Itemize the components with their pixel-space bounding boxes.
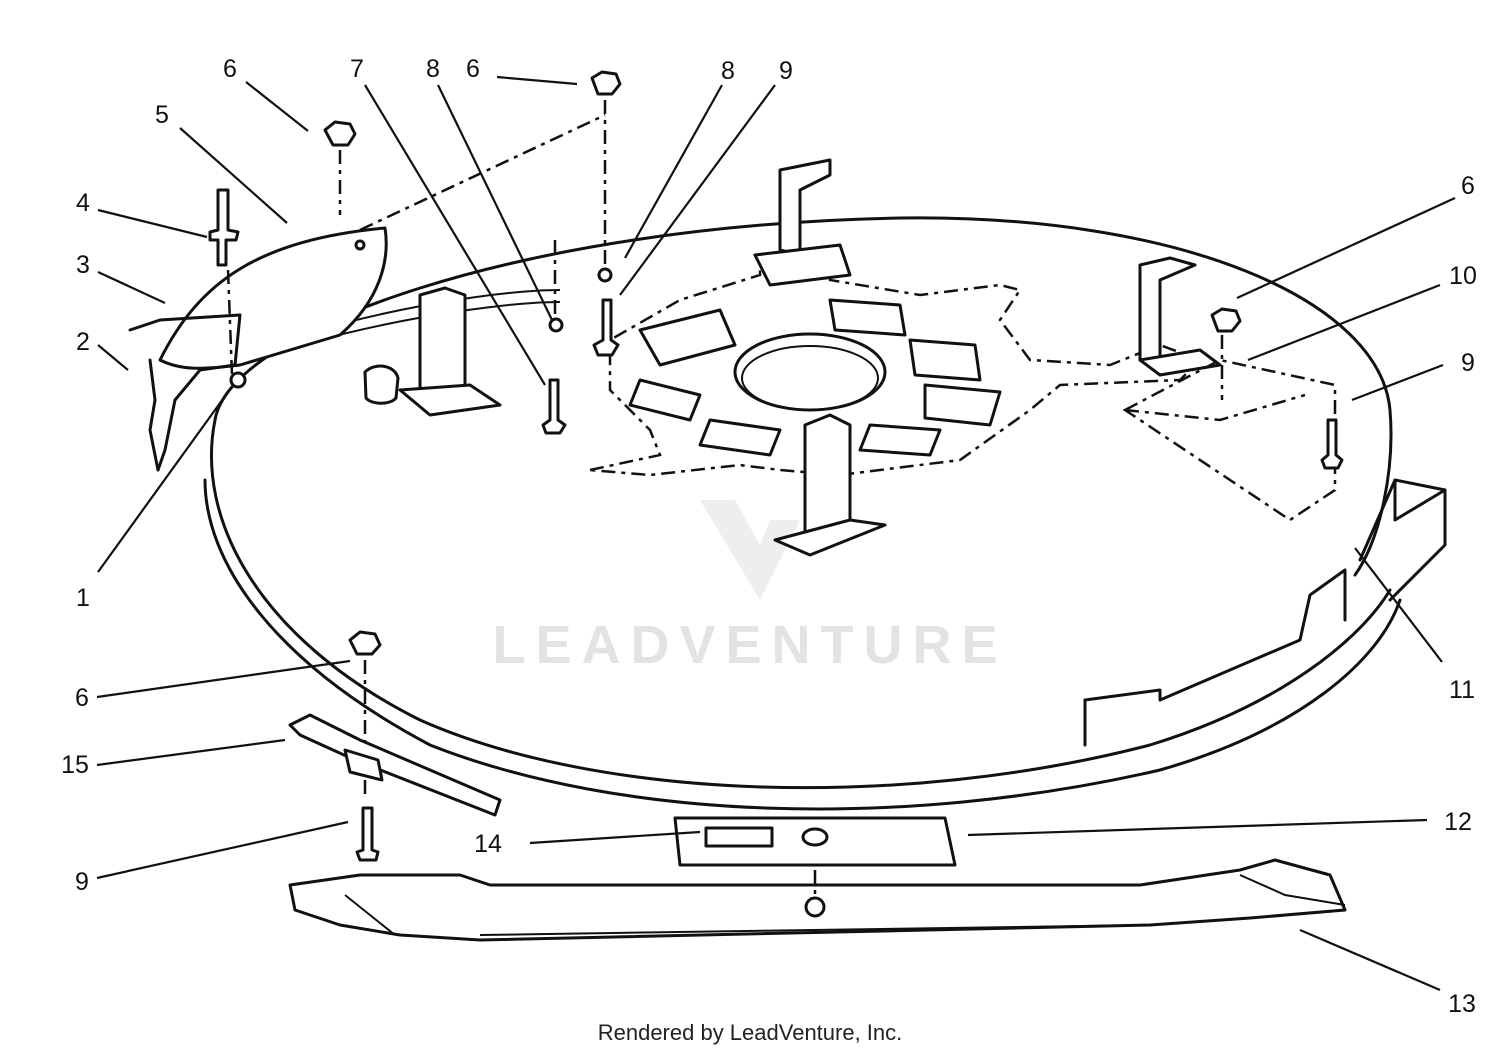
label-6-bottom-left: 6 bbox=[75, 684, 89, 712]
label-9-top: 9 bbox=[779, 57, 793, 85]
stiffener-15 bbox=[288, 713, 502, 817]
blade bbox=[288, 858, 1347, 942]
deflector-chute bbox=[128, 113, 606, 472]
label-13: 13 bbox=[1448, 990, 1476, 1018]
washer-8b bbox=[597, 267, 613, 283]
label-6-right: 6 bbox=[1461, 172, 1475, 200]
watermark-logo bbox=[700, 500, 800, 600]
label-9-bottom-left: 9 bbox=[75, 868, 89, 896]
label-5: 5 bbox=[155, 101, 169, 129]
baffle-plate bbox=[1122, 358, 1337, 522]
label-4: 4 bbox=[76, 189, 90, 217]
bolt-9b bbox=[1320, 418, 1344, 470]
bolt-4 bbox=[208, 188, 240, 267]
blade-adapter-plate bbox=[673, 816, 957, 867]
label-12: 12 bbox=[1444, 808, 1472, 836]
bolt-9a bbox=[592, 298, 620, 357]
watermark: LEADVENTURE bbox=[492, 500, 1007, 675]
nut-6a bbox=[323, 120, 357, 147]
label-2: 2 bbox=[76, 328, 90, 356]
label-6-top-center: 6 bbox=[466, 55, 480, 83]
nut-6c bbox=[1210, 307, 1242, 333]
label-1: 1 bbox=[76, 584, 90, 612]
spindle-frame bbox=[589, 253, 1203, 477]
washer-8a bbox=[548, 317, 564, 333]
label-7: 7 bbox=[350, 55, 364, 83]
leader-lines bbox=[96, 75, 1456, 992]
label-14: 14 bbox=[474, 830, 502, 858]
bolt-7 bbox=[541, 378, 567, 435]
washer-1 bbox=[229, 371, 247, 389]
label-15: 15 bbox=[61, 751, 89, 779]
hardware bbox=[208, 70, 1344, 862]
label-6-top-left: 6 bbox=[223, 55, 237, 83]
posts bbox=[398, 158, 1222, 557]
footer-credit: Rendered by LeadVenture, Inc. bbox=[598, 1020, 903, 1045]
label-9-right: 9 bbox=[1461, 349, 1475, 377]
label-8-right: 8 bbox=[721, 57, 735, 85]
label-11: 11 bbox=[1449, 676, 1475, 704]
bolt-9c bbox=[355, 806, 380, 862]
part-labels: 1 2 3 4 5 6 7 8 6 8 9 6 10 9 11 6 15 9 1… bbox=[61, 55, 1477, 1018]
nut-6b bbox=[590, 70, 622, 96]
nut-6d bbox=[348, 630, 382, 656]
label-8-left: 8 bbox=[426, 55, 440, 83]
lower-parts bbox=[288, 713, 1347, 942]
watermark-text: LEADVENTURE bbox=[492, 615, 1007, 675]
label-10: 10 bbox=[1449, 262, 1477, 290]
plate-slot bbox=[704, 826, 774, 848]
spacer bbox=[363, 364, 400, 405]
label-3: 3 bbox=[76, 251, 90, 279]
